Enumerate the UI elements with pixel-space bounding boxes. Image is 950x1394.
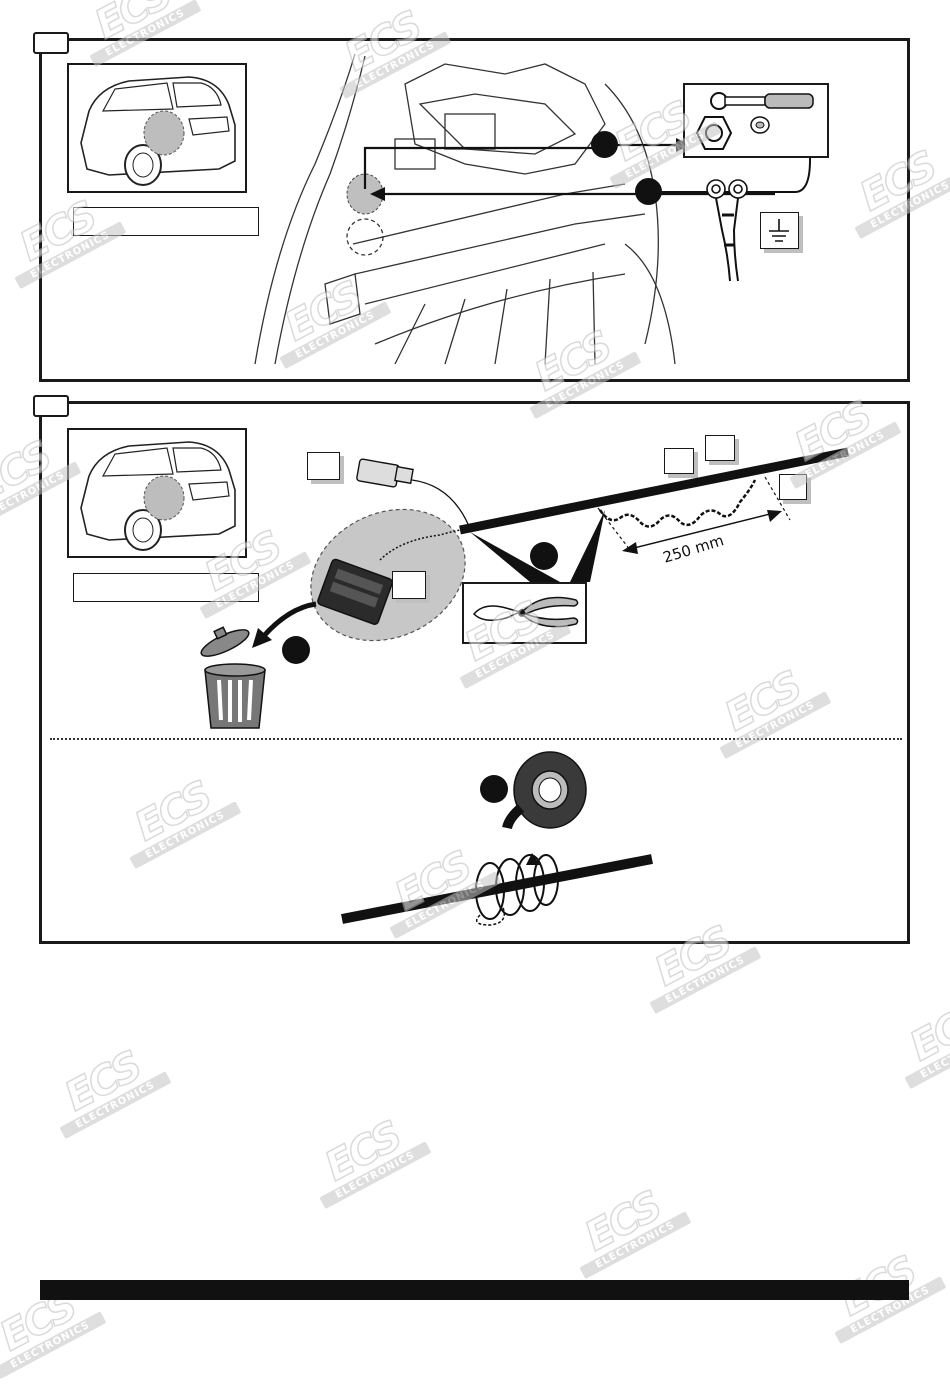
ground-symbol-icon [769, 219, 789, 242]
step-1-number-tab [33, 32, 69, 54]
car-rear-view-icon [80, 441, 236, 551]
harness-cut-illustration [310, 447, 849, 642]
ground-eyelet-cables-icon [706, 179, 748, 282]
wire-tag-box-1 [664, 448, 694, 474]
step-1-tools-box [683, 83, 829, 158]
socket-icon [750, 116, 770, 134]
ratchet-wrench-icon [710, 92, 814, 110]
tape-wrapping-illustration [341, 853, 653, 926]
discard-arrow-icon [252, 601, 317, 648]
step-2-section-divider [50, 738, 902, 740]
wire-tag-box-2 [705, 435, 735, 461]
footer-bar [40, 1280, 909, 1300]
connector-detail-tag-box [392, 571, 426, 599]
step-1-callout-bullet-b [635, 178, 662, 205]
step-2-callout-bullet-cut [530, 542, 558, 570]
insulation-tape-icon [502, 751, 587, 830]
step-1-vehicle-thumbnail [67, 63, 247, 193]
step-2-callout-bullet-tape [480, 775, 508, 803]
ground-symbol-box [760, 212, 799, 249]
connector-tag-box [307, 452, 340, 480]
step-2-callout-bullet-discard [282, 636, 310, 664]
car-rear-view-icon [80, 76, 236, 186]
step-2-vehicle-thumbnail [67, 428, 247, 558]
step-2-number-tab [33, 395, 69, 417]
trash-bin-icon [200, 626, 266, 729]
